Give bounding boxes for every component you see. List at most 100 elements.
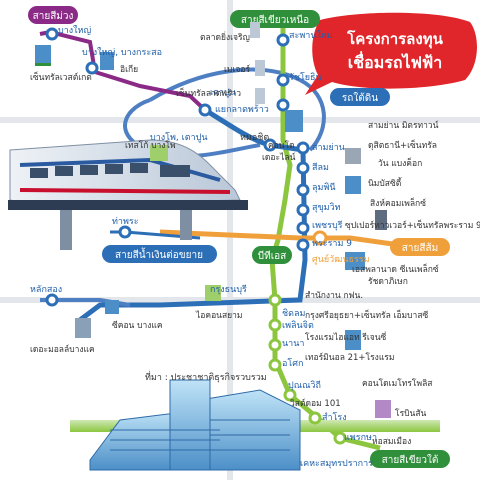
building-icon bbox=[255, 88, 265, 104]
line-label-purple: สายสีม่วง bbox=[28, 6, 78, 24]
svg-text:สายสีม่วง: สายสีม่วง bbox=[33, 10, 74, 22]
label-silom: สีลม bbox=[312, 162, 329, 173]
place-robinson: โรบินสัน bbox=[395, 408, 427, 419]
station-dot-chidlom bbox=[268, 318, 282, 332]
place-esplanade: เอสพลานาด ซีเนเพล็กซ์ bbox=[352, 263, 439, 275]
line-label-green-south: สายสีเขียวใต้ bbox=[370, 450, 450, 468]
station-dot-nana bbox=[268, 338, 282, 352]
place-metropolis: คอนโดเมโทรโพลิส bbox=[362, 378, 433, 389]
label-phloen-chit: เพลินจิต bbox=[282, 320, 314, 331]
building-icon bbox=[255, 60, 265, 76]
building-icon bbox=[345, 330, 361, 350]
station-dot-tha-phra bbox=[118, 225, 132, 239]
label-nana: นานา bbox=[282, 339, 304, 349]
label-lak-song: หลักสอง bbox=[30, 285, 62, 295]
place-one-bangkok: วัน แบงค็อก bbox=[378, 157, 422, 169]
line-label-green-north: สายสีเขียวเหนือ bbox=[230, 10, 320, 28]
place-home-muang: หอสมเมือง bbox=[372, 436, 411, 447]
label-bangyai: บางใหญ่ bbox=[58, 25, 91, 36]
station-dot-phraeksa bbox=[333, 431, 347, 445]
place-market: ตลาดยิ่งเจริญ bbox=[200, 31, 250, 43]
label-asok: อโศก bbox=[282, 358, 303, 369]
label-sukhumvit: สุขุมวิท bbox=[312, 202, 341, 213]
station-dot-cultural-center bbox=[312, 230, 328, 246]
station-dot-saphan-mai bbox=[276, 33, 290, 47]
skytrain-illustration bbox=[8, 139, 248, 250]
label-phraeksa: แพรกษา bbox=[344, 433, 377, 443]
building-icon bbox=[250, 22, 260, 38]
building-icon bbox=[75, 318, 91, 338]
place-whizdom-101: วิสต์ดอม 101 bbox=[290, 398, 341, 409]
station-dot-phetchaburi bbox=[296, 221, 310, 235]
place-samyan-mitrtown: สามย่าน มิตรทาวน์ bbox=[368, 120, 439, 131]
building-icon bbox=[35, 45, 51, 66]
building-icon bbox=[345, 176, 361, 194]
station-dot-sukhumvit bbox=[296, 203, 310, 217]
label-samrong: สำโรง bbox=[322, 412, 347, 423]
green-north-line bbox=[269, 20, 293, 261]
station-dot-ratchayothin bbox=[276, 73, 290, 87]
building-icon bbox=[375, 210, 387, 230]
building-icon bbox=[205, 285, 221, 301]
building-icon bbox=[345, 148, 361, 164]
building-icon bbox=[100, 52, 114, 70]
label-chidlom: ชิดลม bbox=[282, 308, 305, 319]
title-line1: โครงการลงทุน bbox=[346, 29, 443, 49]
building-icon bbox=[345, 252, 365, 270]
label-cultural-center: ศูนย์วัฒนธรรม bbox=[312, 253, 370, 265]
label-saphan-mai: สะพานใหม่ bbox=[289, 30, 333, 41]
title-badge: โครงการลงทุน เชื่อมรถไฟฟ้า bbox=[305, 12, 477, 95]
station-labels: บางใหญ่ บางใหญ่, บางกระสอ เตาปูน บางโพ, … bbox=[30, 25, 377, 469]
bangkae-line bbox=[40, 298, 131, 307]
station-dot-bangyai bbox=[45, 27, 59, 41]
place-the-line: เดอะไลน์ bbox=[262, 152, 296, 163]
source-note: ที่มา : ประชาชาติธุรกิจรวบรวม bbox=[145, 370, 267, 383]
station-dot-lak-song bbox=[45, 293, 59, 307]
label-tha-phra: ท่าพระ bbox=[112, 217, 139, 227]
place-singha-complex: สิงห์คอมเพล็กซ์ bbox=[370, 197, 426, 209]
building-icon bbox=[285, 110, 303, 132]
label-krung-thonburi: กรุงธนบุรี bbox=[210, 284, 247, 295]
label-ladprao: แยกลาดพร้าว bbox=[215, 104, 269, 115]
station-dot-mo-chit bbox=[263, 138, 277, 152]
place-hyatt: โรงแรมไฮแอท รีเจนซี่ bbox=[305, 331, 387, 343]
place-tesco-bangpho: เทสโก้ บางโพ bbox=[125, 140, 176, 151]
station-dot-rama9 bbox=[296, 238, 310, 252]
place-the-mall-bangkae: เดอะมอลล์บางแค bbox=[30, 344, 95, 355]
place-terminal21: เทอร์มินอล 21+โรงแรม bbox=[305, 352, 394, 363]
label-punnawithi: ปุณณวิถี bbox=[288, 380, 321, 391]
building-icons bbox=[35, 22, 391, 418]
label-kheha: เคหะสมุทรปราการ bbox=[300, 459, 373, 469]
station-dot-krung-thonburi bbox=[268, 293, 282, 307]
station-dot-silom bbox=[296, 161, 310, 175]
station-dot-bangyai-bangkrasor bbox=[85, 61, 99, 75]
building-icon bbox=[375, 400, 391, 418]
place-major: เมเจอร์ bbox=[224, 64, 250, 75]
station-dot-sam-yan bbox=[296, 141, 310, 155]
station-dot-taopoon bbox=[198, 103, 212, 117]
svg-text:สายสีน้ำเงินต่อขยาย: สายสีน้ำเงินต่อขยาย bbox=[115, 247, 203, 261]
svg-text:สายสีเขียวใต้: สายสีเขียวใต้ bbox=[382, 454, 439, 466]
label-phetchaburi: เพชรบุรี bbox=[312, 220, 343, 231]
place-labels: เซ็นทรัลเวสต์เกต อิเกีย ตลาดยิ่งเจริญ เม… bbox=[30, 31, 480, 447]
label-sam-yan: สามย่าน bbox=[312, 143, 345, 153]
line-label-dark-blue: สายสีน้ำเงินต่อขยาย bbox=[102, 245, 217, 263]
building-icon bbox=[105, 300, 119, 314]
place-ikea: อิเกีย bbox=[120, 64, 138, 75]
station-dot-punnawithi bbox=[283, 388, 297, 402]
label-taopoon: เตาปูน bbox=[210, 88, 236, 98]
label-bangpho-taopoon: บางโพ, เตาปูน bbox=[150, 132, 208, 143]
station-dot-asok bbox=[268, 358, 282, 372]
place-condo: คอนโด bbox=[268, 140, 295, 151]
place-krungsri-central: กรุงศรีอยุธยา+เซ็นทรัล เอ็มบาสซี bbox=[305, 309, 429, 321]
station-dot-ladprao bbox=[276, 98, 290, 112]
place-nimbus: นิมบัสซิตี้ bbox=[368, 177, 402, 189]
place-central-westgate: เซ็นทรัลเวสต์เกต bbox=[30, 71, 92, 83]
station-dots bbox=[45, 27, 347, 445]
station-dot-samrong bbox=[308, 411, 322, 425]
station-dot-lumpini bbox=[296, 183, 310, 197]
label-rama9: พระราม 9 bbox=[312, 239, 352, 249]
place-icon-siam: ไอคอนสยาม bbox=[195, 310, 243, 321]
